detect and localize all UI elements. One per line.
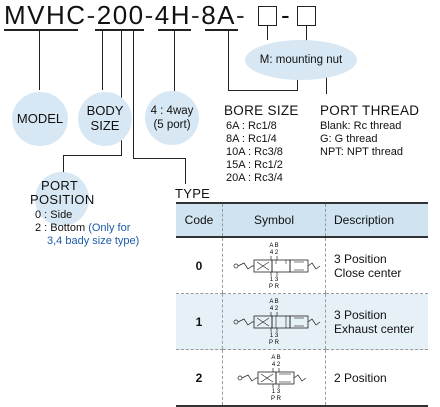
pn-sep: - bbox=[86, 0, 97, 30]
option-2-note-2: 3,4 bady size type) bbox=[47, 235, 140, 247]
pn-sep: - bbox=[281, 0, 292, 30]
description-cell: 3 Position Exhaust center bbox=[325, 293, 428, 350]
symbol-13: 1 3 bbox=[272, 389, 281, 395]
connector-line bbox=[326, 67, 327, 94]
connector-line bbox=[63, 155, 64, 175]
row-desc-1: 3 Position bbox=[334, 251, 387, 266]
table-row: 2 A B 4 2 1 bbox=[176, 349, 428, 407]
symbol-13: 1 3 bbox=[270, 333, 279, 339]
header-symbol: Symbol bbox=[222, 202, 326, 238]
pn-sep: - bbox=[144, 0, 155, 30]
option-2-note: (Only for bbox=[88, 222, 131, 234]
connector-line bbox=[174, 31, 175, 91]
symbol-pr: P R bbox=[269, 284, 280, 289]
pn-sep: - bbox=[236, 0, 247, 30]
bore-size-item: 20A : Rc3/4 bbox=[226, 172, 283, 184]
row-desc-2: Close center bbox=[334, 265, 402, 280]
type-header-row: Code Symbol Description bbox=[176, 202, 428, 238]
underline-bore bbox=[205, 29, 238, 31]
port-position-option-0: 0 : Side bbox=[35, 209, 73, 221]
mounting-nut-label: M: mounting nut bbox=[259, 54, 343, 66]
row-desc-2: Exhaust center bbox=[334, 321, 415, 336]
symbol-42: 4 2 bbox=[272, 362, 281, 368]
bore-size-item: 8A : Rc1/4 bbox=[226, 133, 277, 145]
connector-line bbox=[133, 158, 185, 159]
option-box-thread bbox=[297, 6, 316, 26]
symbol-42: 4 2 bbox=[270, 306, 279, 312]
model-circle bbox=[12, 92, 68, 146]
connector-line bbox=[228, 31, 229, 91]
description-cell: 2 Position bbox=[325, 349, 428, 407]
bore-size-item: 15A : Rc1/2 bbox=[226, 159, 283, 171]
symbol-cell: A B 4 2 1 3 P R bbox=[222, 349, 326, 407]
connector-line bbox=[39, 31, 40, 90]
row-code: 1 bbox=[176, 293, 223, 350]
symbol-ab: A B bbox=[271, 355, 280, 361]
port-position-circle bbox=[35, 172, 89, 226]
port-thread-item: NPT: NPT thread bbox=[320, 146, 403, 158]
port-thread-item: G: G thread bbox=[320, 133, 378, 145]
table-row: 0 A B 4 2 bbox=[176, 237, 428, 294]
port-thread-item: Blank: Rc thread bbox=[320, 120, 402, 132]
valve-symbol-icon: A B 4 2 bbox=[233, 243, 321, 290]
part-number: MVHC-200-4H-8A- bbox=[4, 0, 246, 30]
pn-model: MVHC bbox=[4, 0, 87, 30]
symbol-pr: P R bbox=[271, 396, 282, 401]
underline-ports bbox=[158, 29, 191, 31]
symbol-42: 4 2 bbox=[270, 250, 279, 256]
symbol-ab: A B bbox=[269, 299, 278, 305]
option-box-mounting bbox=[258, 6, 277, 26]
connector-line bbox=[185, 158, 186, 184]
way-label-1: 4 : 4way bbox=[150, 105, 194, 117]
body-size-circle bbox=[78, 92, 132, 146]
way-label-2: (5 port) bbox=[153, 119, 191, 131]
valve-symbol-icon: A B 4 2 1 3 P R bbox=[237, 355, 307, 402]
pn-ports: 4H bbox=[154, 0, 192, 30]
row-desc-1: 2 Position bbox=[334, 370, 387, 385]
pn-body: 200 bbox=[96, 0, 145, 30]
row-code: 0 bbox=[176, 237, 223, 294]
body-size-label-1: BODY bbox=[86, 103, 124, 118]
port-position-title-2: POSITION bbox=[30, 192, 95, 207]
underline-model bbox=[4, 29, 78, 31]
option-2-text: 2 : Bottom bbox=[35, 222, 86, 234]
symbol-cell: A B 4 2 bbox=[222, 293, 326, 350]
connector-line bbox=[133, 31, 134, 158]
bore-size-title: BORE SIZE bbox=[224, 103, 299, 118]
connector-line bbox=[102, 31, 103, 90]
connector-line bbox=[63, 155, 122, 156]
symbol-cell: A B 4 2 bbox=[222, 237, 326, 294]
model-label: MODEL bbox=[16, 111, 64, 126]
bore-size-item: 6A : Rc1/8 bbox=[226, 120, 277, 132]
mounting-nut-ellipse bbox=[245, 40, 357, 80]
port-thread-title: PORT THREAD bbox=[320, 103, 420, 118]
symbol-pr: P R bbox=[269, 340, 280, 345]
header-code: Code bbox=[176, 202, 223, 238]
row-code: 2 bbox=[176, 349, 223, 407]
pn-bore: 8A bbox=[201, 0, 237, 30]
bore-size-item: 10A : Rc3/8 bbox=[226, 146, 283, 158]
body-size-label-2: SIZE bbox=[90, 118, 120, 133]
header-description: Description bbox=[325, 202, 428, 238]
symbol-ab: A B bbox=[269, 243, 278, 249]
underline-body bbox=[95, 29, 144, 31]
type-table: Code Symbol Description 0 A B 4 2 bbox=[176, 202, 428, 407]
symbol-13: 1 3 bbox=[270, 277, 279, 283]
port-position-title-1: PORT bbox=[41, 178, 79, 193]
table-row: 1 A B 4 2 bbox=[176, 293, 428, 350]
connector-line bbox=[267, 26, 268, 40]
type-title: TYPE bbox=[175, 186, 211, 201]
way-circle bbox=[145, 91, 199, 145]
pn-sep: - bbox=[191, 0, 202, 30]
description-cell: 3 Position Close center bbox=[325, 237, 428, 294]
port-position-option-2: 2 : Bottom (Only for bbox=[35, 222, 130, 235]
valve-symbol-icon: A B 4 2 bbox=[233, 299, 321, 346]
connector-line bbox=[228, 90, 298, 91]
connector-line bbox=[121, 31, 122, 155]
row-desc-1: 3 Position bbox=[334, 307, 387, 322]
